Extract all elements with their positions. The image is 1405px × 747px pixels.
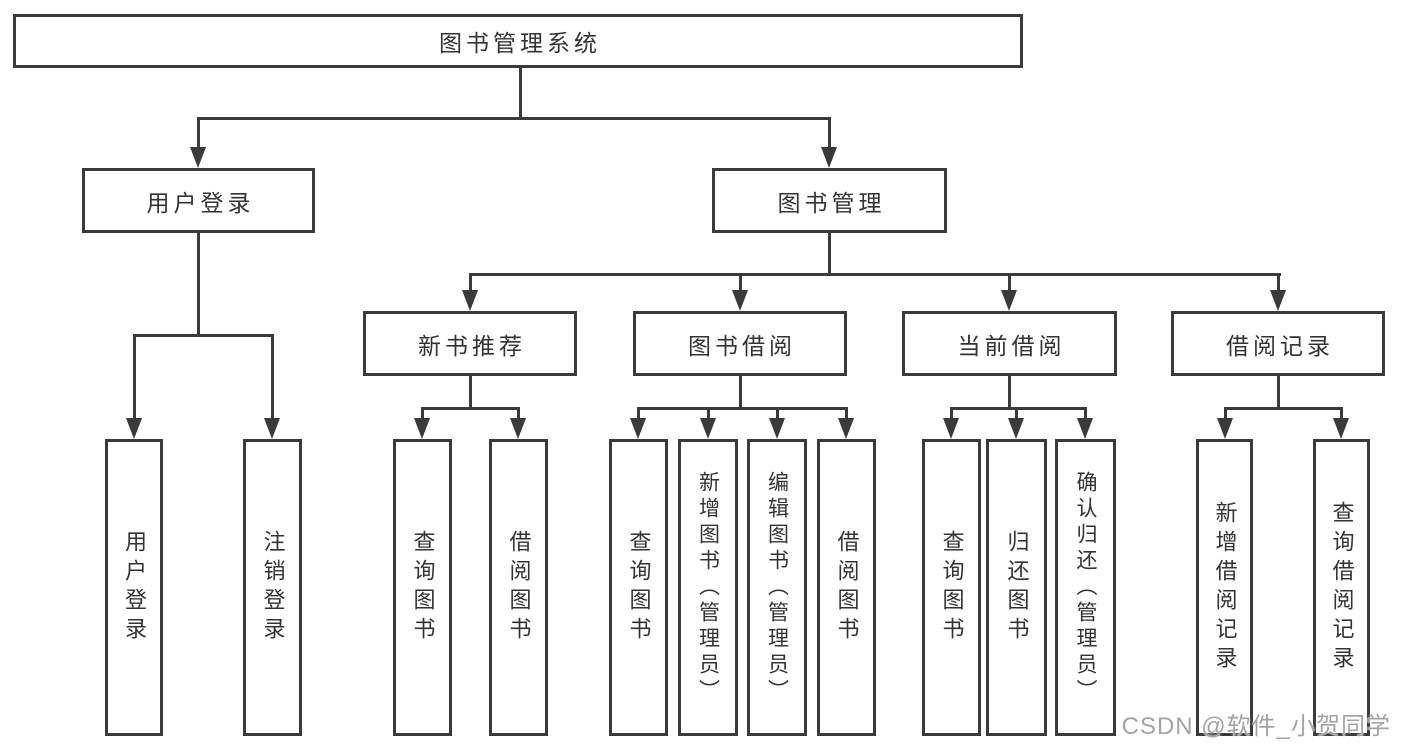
leaf-records-add-record: 新增借阅记录 <box>1196 439 1253 736</box>
arrowhead-icon <box>1001 290 1017 311</box>
connector <box>828 117 831 153</box>
connector <box>469 273 472 297</box>
connector <box>1015 407 1018 425</box>
arrowhead-icon <box>126 418 142 439</box>
connector <box>637 407 640 425</box>
connector <box>1277 376 1280 407</box>
connector <box>776 407 779 425</box>
connector <box>469 273 1281 276</box>
connector <box>271 334 274 424</box>
connector <box>1084 407 1087 425</box>
leaf-borrow-query-books: 查询图书 <box>609 439 668 736</box>
arrowhead-icon <box>769 418 785 439</box>
leaf-records-query-record: 查询借阅记录 <box>1313 439 1370 736</box>
connector <box>828 233 831 273</box>
node-borrow-records: 借阅记录 <box>1171 311 1385 376</box>
arrowhead-icon <box>630 418 646 439</box>
connector <box>739 376 742 407</box>
arrowhead-icon <box>943 418 959 439</box>
leaf-current-query-books: 查询图书 <box>922 439 981 736</box>
connector <box>1340 407 1343 425</box>
leaf-recommend-query-books: 查询图书 <box>393 439 452 736</box>
connector <box>133 334 136 424</box>
arrowhead-icon <box>1217 418 1233 439</box>
leaf-current-confirm-return-admin: 确认归还（管理员） <box>1055 439 1116 736</box>
arrowhead-icon <box>414 418 430 439</box>
connector <box>1277 273 1280 297</box>
connector <box>1224 407 1227 425</box>
arrowhead-icon <box>1008 418 1024 439</box>
connector <box>845 407 848 425</box>
connector <box>1008 273 1011 297</box>
arrowhead-icon <box>462 290 478 311</box>
node-current-borrow: 当前借阅 <box>902 311 1117 376</box>
node-book-borrow: 图书借阅 <box>633 311 847 376</box>
arrowhead-icon <box>1077 418 1093 439</box>
connector <box>421 407 520 410</box>
connector <box>707 407 710 425</box>
connector <box>517 407 520 425</box>
connector <box>1224 407 1343 410</box>
leaf-borrow-add-books-admin: 新增图书（管理员） <box>678 439 738 736</box>
leaf-borrow-borrow-books: 借阅图书 <box>817 439 876 736</box>
connector <box>197 233 200 334</box>
leaf-current-return-books: 归还图书 <box>986 439 1047 736</box>
connector <box>739 273 742 297</box>
node-root-library-system: 图书管理系统 <box>13 14 1023 68</box>
connector <box>421 407 424 425</box>
connector <box>950 407 953 425</box>
arrowhead-icon <box>510 418 526 439</box>
connector <box>637 407 848 410</box>
connector <box>133 334 274 337</box>
arrowhead-icon <box>190 147 206 168</box>
connector <box>197 117 200 153</box>
connector <box>519 68 522 117</box>
arrowhead-icon <box>732 290 748 311</box>
arrowhead-icon <box>264 418 280 439</box>
node-new-book-recommend: 新书推荐 <box>363 311 577 376</box>
arrowhead-icon <box>700 418 716 439</box>
arrowhead-icon <box>1333 418 1349 439</box>
csdn-watermark: CSDN @软件_小贺同学 <box>1121 713 1391 740</box>
leaf-borrow-edit-books-admin: 编辑图书（管理员） <box>747 439 807 736</box>
connector <box>1008 376 1011 407</box>
connector <box>469 376 472 407</box>
arrowhead-icon <box>838 418 854 439</box>
arrowhead-icon <box>1270 290 1286 311</box>
connector <box>950 407 1087 410</box>
connector <box>197 117 831 120</box>
leaf-user-login: 用户登录 <box>105 439 163 736</box>
node-user-login: 用户登录 <box>82 168 315 233</box>
leaf-logout: 注销登录 <box>243 439 302 736</box>
node-book-management: 图书管理 <box>712 168 947 233</box>
arrowhead-icon <box>821 147 837 168</box>
leaf-recommend-borrow-books: 借阅图书 <box>489 439 548 736</box>
